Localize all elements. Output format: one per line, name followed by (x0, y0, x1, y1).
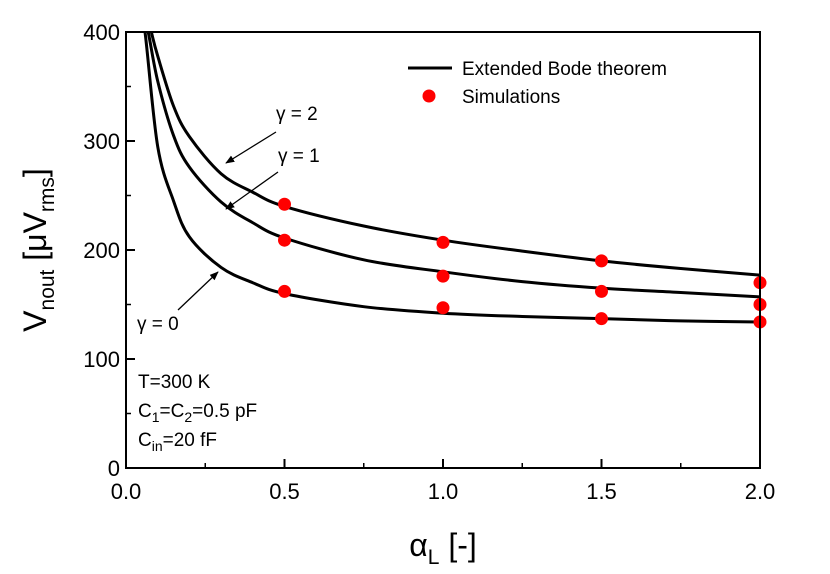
x-ticks: 0.0 0.5 1.0 1.5 2.0 (111, 459, 776, 504)
gamma-arrow-0 (177, 271, 219, 311)
y-ticks: 0 100 200 300 400 (83, 20, 135, 481)
series-line-gamma-1 (146, 32, 760, 299)
simulation-point (436, 235, 450, 249)
y-axis-title-sub2: rms (36, 177, 59, 212)
y-tick-label: 400 (83, 20, 120, 45)
annotation-subscript: 2 (184, 409, 192, 425)
series-line-gamma-2 (149, 32, 760, 277)
gamma-arrow-2 (225, 131, 277, 164)
x-tick-label: 0.0 (111, 479, 142, 504)
x-tick-label: 1.5 (586, 479, 617, 504)
gamma-label-2: γ = 2 (276, 104, 318, 125)
y-axis-title-main: V (17, 310, 53, 332)
simulation-point (278, 197, 291, 211)
curves (143, 32, 760, 324)
x-axis-title-main: α (409, 527, 428, 563)
y-axis-title: Vnout [μVrms] (17, 168, 59, 332)
gamma-label-0: γ = 0 (137, 314, 179, 335)
x-tick-label: 2.0 (745, 479, 776, 504)
y-axis-title-sub1: nout (36, 269, 59, 310)
simulation-point (595, 284, 608, 298)
parameter-annotation: T=300 K (138, 372, 211, 393)
simulation-point (278, 233, 291, 247)
annotation-text: =C (160, 401, 185, 422)
x-tick-label: 1.0 (428, 479, 459, 504)
annotation-subscript: 1 (152, 409, 160, 425)
legend-marker-swatch (422, 89, 436, 103)
y-tick-label: 100 (83, 347, 120, 372)
y-axis-title-suffix: ] (17, 168, 53, 177)
annotation-subscript: in (152, 438, 163, 454)
x-axis-title: αL [-] (409, 527, 477, 569)
legend-marker-label: Simulations (462, 87, 560, 108)
legend-line-label: Extended Bode theorem (462, 59, 667, 80)
x-axis-title-sub: L (428, 546, 440, 569)
simulation-point (278, 284, 291, 298)
simulation-markers (278, 197, 767, 329)
y-tick-label: 300 (83, 129, 120, 154)
simulation-point (436, 301, 450, 315)
simulation-point (436, 269, 450, 283)
y-tick-label: 200 (83, 238, 120, 263)
annotation-text: =0.5 pF (192, 401, 257, 422)
gamma-label-1: γ = 1 (278, 146, 320, 167)
annotation-text: =20 fF (163, 430, 217, 451)
parameter-annotation: C1=C2=0.5 pF (138, 401, 257, 425)
gamma-arrow-1 (225, 171, 279, 210)
parameter-annotation: Cin=20 fF (138, 430, 217, 454)
gamma-annotations: γ = 2 γ = 1 γ = 0 (137, 104, 320, 335)
x-tick-label: 0.5 (269, 479, 300, 504)
annotation-text: T=300 K (138, 372, 211, 393)
annotation-text: C (138, 430, 152, 451)
simulation-point (595, 312, 608, 326)
y-axis-title-mid: [μV (17, 211, 53, 269)
simulation-point (595, 254, 608, 268)
x-axis-title-suffix: [-] (439, 527, 476, 563)
annotation-text: C (138, 401, 152, 422)
y-tick-label: 0 (108, 456, 120, 481)
legend: Extended Bode theorem Simulations (408, 59, 667, 108)
